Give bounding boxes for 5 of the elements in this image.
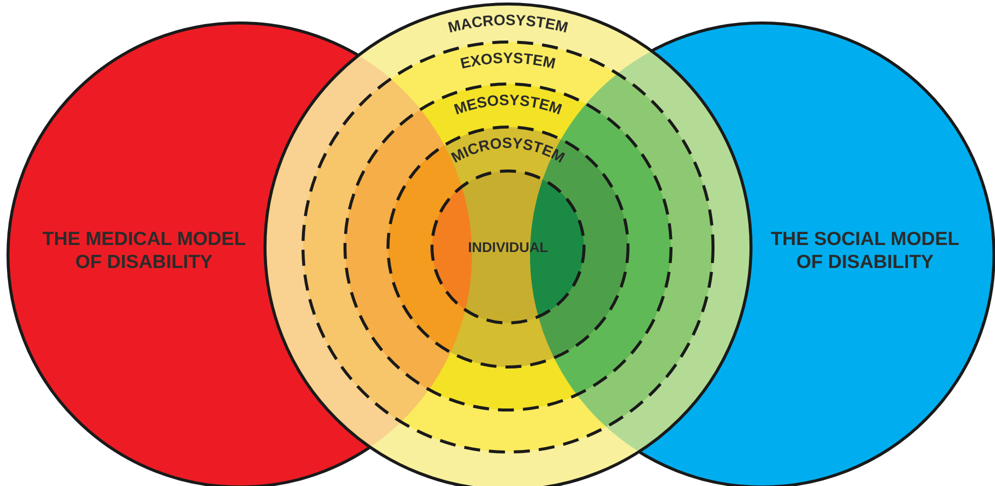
- ring-label: EXOSYSTEM: [458, 50, 558, 73]
- model-label: THE SOCIAL MODEL OF DISABILITY: [770, 228, 960, 274]
- model-label: THE MEDICAL MODEL OF DISABILITY: [41, 228, 247, 274]
- ring-label: MESOSYSTEM: [452, 92, 564, 118]
- ring-label: MACROSYSTEM: [446, 12, 570, 37]
